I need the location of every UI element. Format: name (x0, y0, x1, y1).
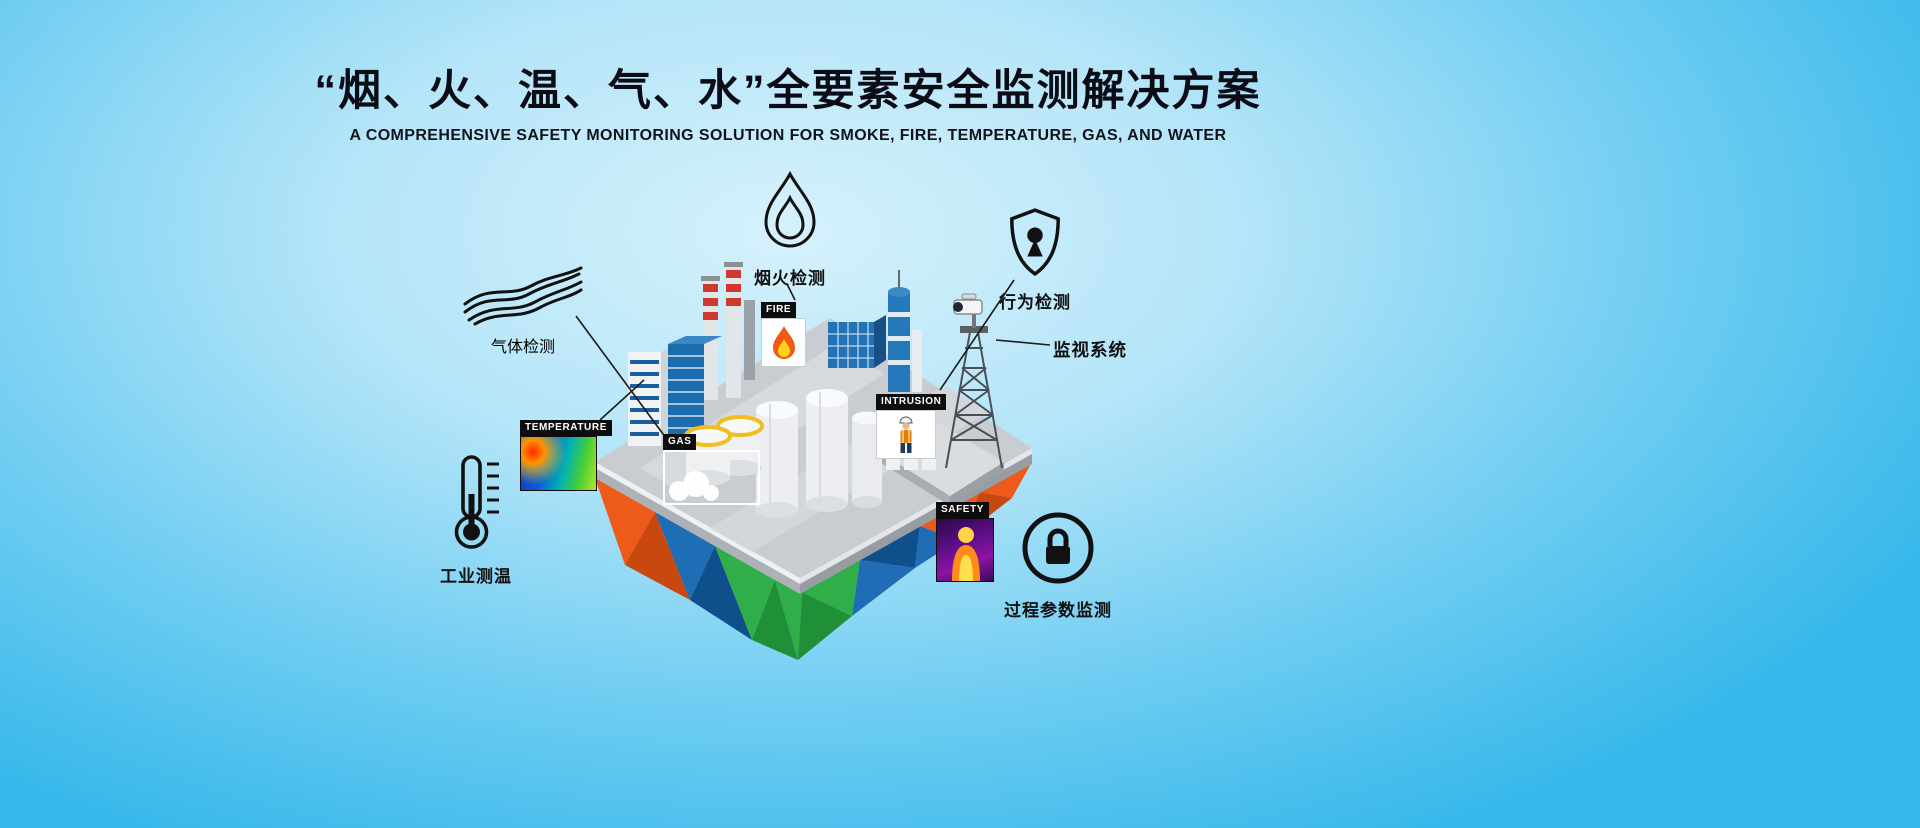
page-title: “烟、火、温、气、水”全要素安全监测解决方案 (314, 67, 1262, 115)
thermal-person-icon (952, 527, 980, 581)
safety-tag: SAFETY (936, 502, 990, 518)
container-stack (828, 315, 886, 368)
smoke-puff (703, 485, 719, 501)
storage-tanks (756, 389, 882, 518)
padlock-circle-icon (1022, 512, 1094, 584)
callout-process-params-label: 过程参数监测 (1004, 601, 1112, 620)
callout-gas: 气体检测 (458, 262, 588, 357)
island-edge-gray-left (595, 468, 800, 594)
worker-figure-icon (899, 416, 913, 453)
callout-surveillance-label: 监视系统 (1053, 340, 1127, 360)
island-edge-white-left (595, 462, 800, 584)
safety-block: SAFETY (936, 499, 994, 582)
callout-gas-label: 气体检测 (490, 339, 555, 356)
temperature-block: TEMPERATURE (520, 417, 612, 491)
fire-flame-icon (772, 325, 795, 359)
smoke-waves-icon (463, 266, 583, 326)
fire-image-box (761, 318, 806, 367)
safety-thermal-image (936, 518, 994, 582)
callout-process-params: 过程参数监测 (1004, 510, 1112, 621)
intrusion-image-box (876, 410, 936, 459)
gas-tag: GAS (663, 434, 697, 450)
office-buildings (628, 336, 722, 446)
fire-tag: FIRE (761, 302, 797, 318)
cctv-camera-icon (953, 293, 983, 315)
callout-industrial-temp-label: 工业测温 (440, 567, 512, 586)
temperature-tag: TEMPERATURE (520, 420, 612, 436)
gas-frame-box (663, 450, 760, 505)
callout-behavior: 行为检测 (995, 206, 1075, 313)
surveillance-tower (945, 293, 1003, 469)
page-subtitle: A COMPREHENSIVE SAFETY MONITORING SOLUTI… (349, 127, 1227, 144)
flame-icon (764, 170, 816, 248)
shield-keyhole-icon (1010, 208, 1060, 277)
gas-block: GAS (663, 431, 760, 505)
fire-block: FIRE (761, 299, 806, 367)
temperature-thermal-image (520, 436, 597, 491)
intrusion-tag: INTRUSION (876, 394, 947, 410)
intrusion-block: INTRUSION (876, 391, 947, 459)
callout-smoke-fire-label: 烟火检测 (754, 269, 826, 288)
callout-industrial-temp: 工业测温 (426, 452, 526, 587)
blue-column-tower (888, 270, 922, 392)
callout-lines (575, 279, 1051, 439)
thermometer-icon (454, 455, 499, 549)
callout-behavior-label: 行为检测 (999, 293, 1071, 312)
callout-smoke-fire: 烟火检测 (746, 170, 834, 289)
